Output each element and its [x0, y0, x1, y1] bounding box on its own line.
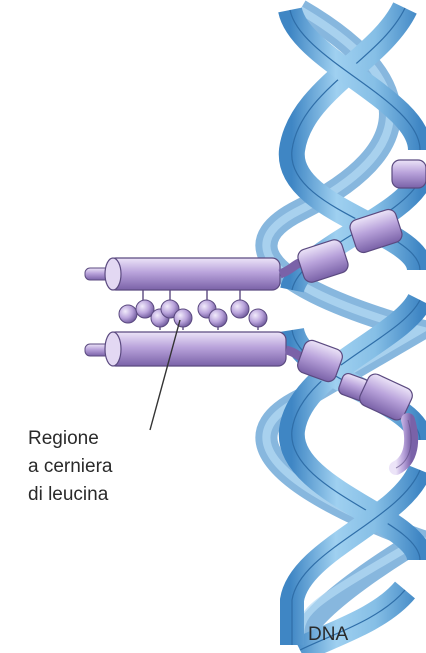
leucine-bead	[249, 309, 267, 327]
upper-dna-cylinder-1	[296, 238, 350, 285]
leucine-bead	[209, 309, 227, 327]
leucine-bead	[119, 305, 137, 323]
annotation-label: Regione a cerniera di leucina	[28, 428, 113, 505]
protein-helix-upper	[85, 160, 426, 290]
annotation-line-1: Regione	[28, 428, 99, 449]
leucine-bead	[231, 300, 249, 318]
upper-cylinder	[108, 258, 280, 290]
dna-label: DNA	[308, 624, 348, 645]
annotation-line-2: a cerniera	[28, 456, 113, 477]
lower-cylinder-cap	[105, 332, 121, 366]
upper-dna-cylinder-3	[392, 160, 426, 188]
lower-cylinder	[108, 332, 286, 366]
annotation-line-3: di leucina	[28, 484, 109, 505]
upper-cylinder-cap	[105, 258, 121, 290]
leucine-zipper-beads	[119, 290, 267, 330]
dna-double-helix	[266, 8, 420, 650]
leucine-bead	[174, 309, 192, 327]
lower-tail	[396, 420, 411, 468]
